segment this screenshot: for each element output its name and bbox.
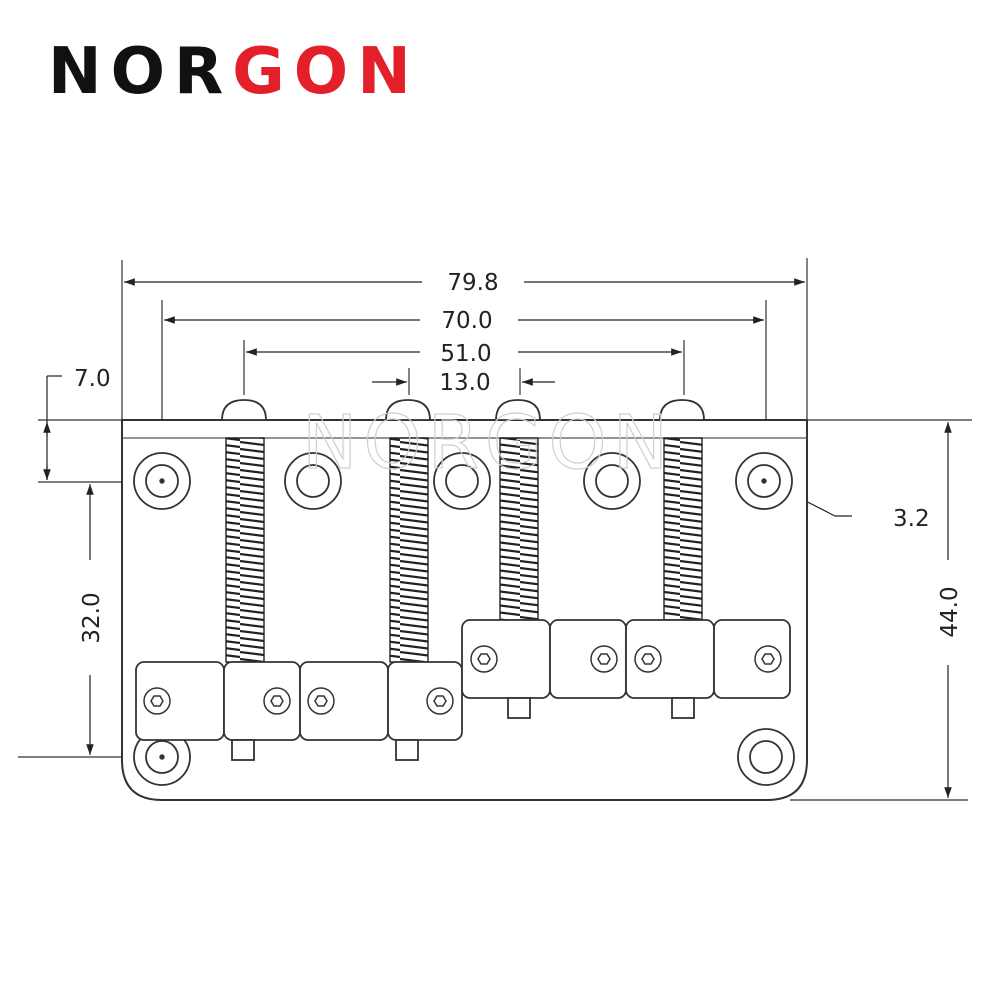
brand-logo: NORGON [48, 40, 420, 104]
hex-screw [263, 687, 291, 715]
watermark: NORGON [302, 400, 674, 486]
mounting-hole [583, 452, 641, 510]
dim-hole-diameter-label: 3.2 [893, 506, 930, 532]
hex-screw [754, 645, 782, 673]
brand-logo-part1: NOR [48, 35, 233, 109]
hex-screw [143, 687, 171, 715]
mounting-hole [735, 452, 793, 510]
saddles-high [461, 619, 791, 719]
dim-outer-hole-spacing: 70.0 [164, 308, 764, 334]
hex-screw [590, 645, 618, 673]
mounting-hole [133, 728, 191, 786]
dim-top-offset: 7.0 [43, 366, 111, 480]
dim-overall-width: 79.8 [124, 270, 805, 296]
hex-screw [307, 687, 335, 715]
dim-hole-distance: 32.0 [79, 484, 105, 755]
dim-overall-depth-label: 44.0 [937, 586, 963, 637]
spring [225, 437, 265, 663]
dim-saddle-span: 51.0 [246, 341, 682, 367]
dim-hole-diameter: 3.2 [787, 491, 930, 532]
dim-saddle-spacing: 13.0 [372, 370, 555, 396]
dim-top-offset-label: 7.0 [74, 366, 111, 392]
hex-screw [470, 645, 498, 673]
hex-screws [143, 645, 782, 715]
dim-overall-depth: 44.0 [937, 422, 963, 798]
brand-logo-part2: GON [232, 35, 420, 109]
screw-heads [221, 399, 705, 421]
hex-screw [426, 687, 454, 715]
mounting-holes [133, 452, 795, 786]
dim-saddle-spacing-label: 13.0 [439, 370, 490, 396]
mounting-hole [284, 452, 342, 510]
dim-hole-distance-label: 32.0 [79, 592, 105, 643]
dim-saddle-span-label: 51.0 [440, 341, 491, 367]
dim-overall-width-label: 79.8 [447, 270, 498, 296]
mounting-hole [133, 452, 191, 510]
saddles-low [135, 661, 463, 761]
mounting-hole [737, 728, 795, 786]
hex-screw [634, 645, 662, 673]
dim-outer-hole-spacing-label: 70.0 [441, 308, 492, 334]
mounting-hole [433, 452, 491, 510]
